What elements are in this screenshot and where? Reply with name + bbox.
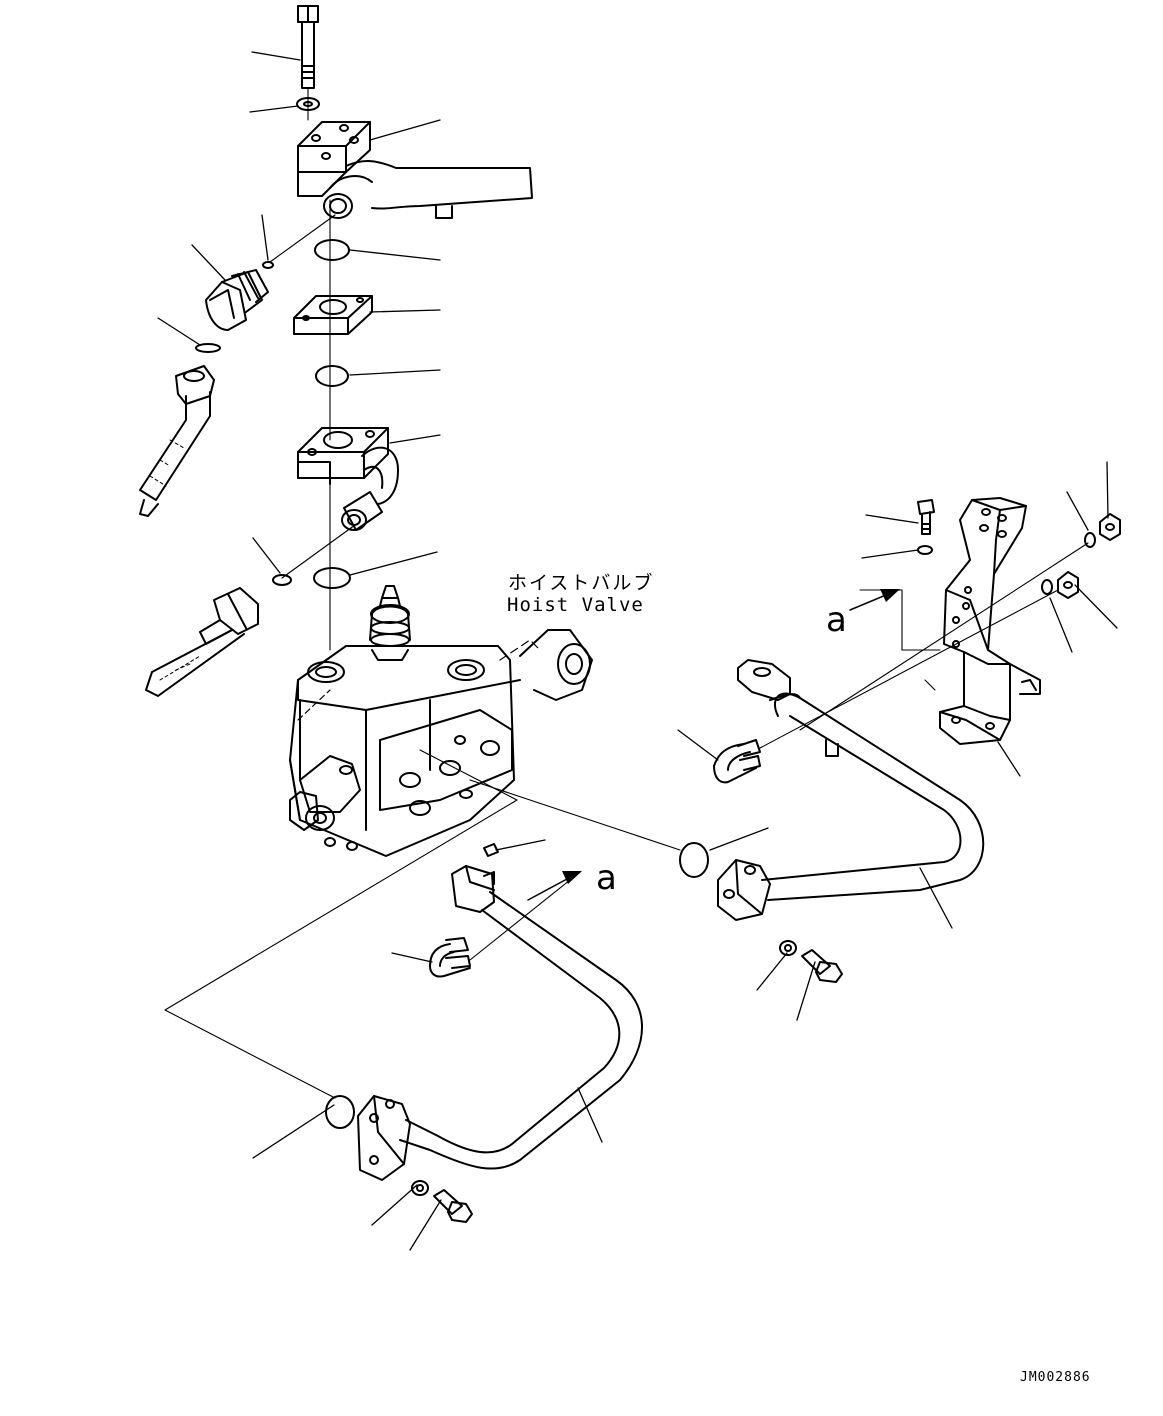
hoist-valve-label-japanese: ホイストバルブ [508, 572, 655, 594]
small-o-ring-left-2 [196, 344, 220, 352]
right-tube-bolt [802, 950, 842, 982]
upper-elbow-block [298, 122, 532, 218]
right-flange-o-ring [680, 843, 708, 877]
left-tube-bolt [434, 1190, 472, 1222]
o-ring-2 [316, 366, 348, 386]
lower-elbow-block [298, 428, 398, 530]
hoist-valve-body [290, 586, 592, 856]
small-o-ring-lower [273, 575, 291, 585]
elbow-fitting [206, 270, 268, 330]
right-tube-washer [780, 941, 796, 955]
small-o-ring-left [263, 262, 273, 268]
bracket-nut-upper [1085, 514, 1120, 547]
lower-hose [146, 588, 258, 696]
mounting-bracket [940, 498, 1040, 744]
o-ring-3 [314, 568, 350, 588]
flange-plate [294, 296, 372, 334]
upper-hose [140, 366, 214, 516]
leader-lines [158, 52, 1117, 1250]
right-tube [718, 660, 983, 920]
left-tube [358, 866, 642, 1180]
drawing-code: JM002886 [1020, 1370, 1091, 1385]
right-u-bolt [714, 740, 760, 782]
o-ring-1 [315, 240, 349, 260]
top-washer [297, 98, 319, 110]
left-tube-washer [412, 1181, 428, 1195]
bracket-nut-lower [1042, 572, 1078, 598]
reference-mark-right: a [826, 600, 847, 640]
top-bolt [298, 6, 318, 88]
hoist-valve-label-english: Hoist Valve [507, 594, 644, 616]
left-flange-o-ring [326, 1096, 354, 1128]
left-small-pin [484, 844, 498, 856]
reference-arrows [528, 589, 900, 900]
left-u-bolt [430, 938, 470, 977]
bracket-bolt [918, 500, 934, 554]
reference-mark-left: a [596, 858, 617, 898]
